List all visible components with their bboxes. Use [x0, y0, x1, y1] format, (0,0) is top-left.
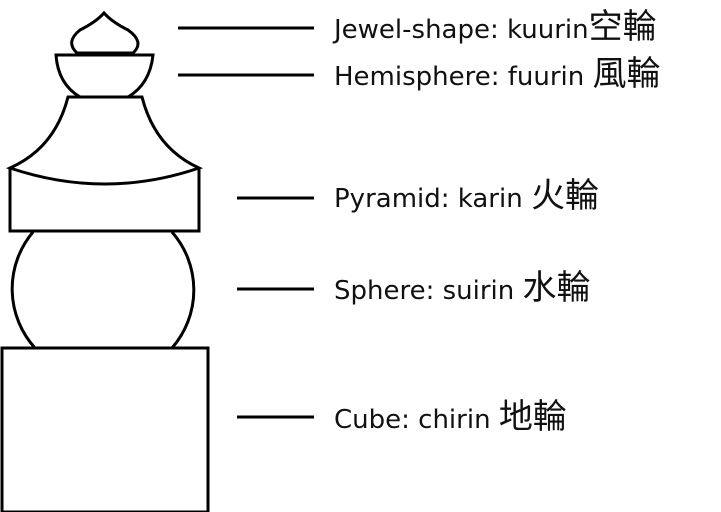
label-kanji: 水輪	[522, 268, 591, 308]
sphere-shape	[10, 231, 196, 350]
cube-shape	[0, 346, 210, 512]
label-cube: Cube: chirin 地輪	[334, 400, 567, 435]
label-text: Jewel-shape: kuurin	[334, 15, 589, 45]
label-text: Cube: chirin	[334, 405, 491, 435]
label-kanji: 風輪	[592, 54, 661, 94]
label-kanji: 地輪	[498, 397, 567, 437]
label-sphere: Sphere: suirin 水輪	[334, 271, 591, 306]
hemisphere-shape	[54, 53, 155, 99]
label-kanji: 空輪	[588, 7, 657, 47]
pyramid-roof	[5, 95, 204, 186]
label-text: Pyramid: karin	[334, 184, 523, 214]
label-jewel: Jewel-shape: kuurin空輪	[334, 10, 657, 45]
jewel-shape	[70, 10, 140, 55]
label-pyramid: Pyramid: karin 火輪	[334, 179, 599, 214]
label-text: Sphere: suirin	[334, 276, 515, 306]
pyramid-box	[8, 168, 201, 233]
label-text: Hemisphere: fuurin	[334, 62, 585, 92]
label-hemisphere: Hemisphere: fuurin 風輪	[334, 57, 661, 92]
label-kanji: 火輪	[530, 176, 599, 216]
